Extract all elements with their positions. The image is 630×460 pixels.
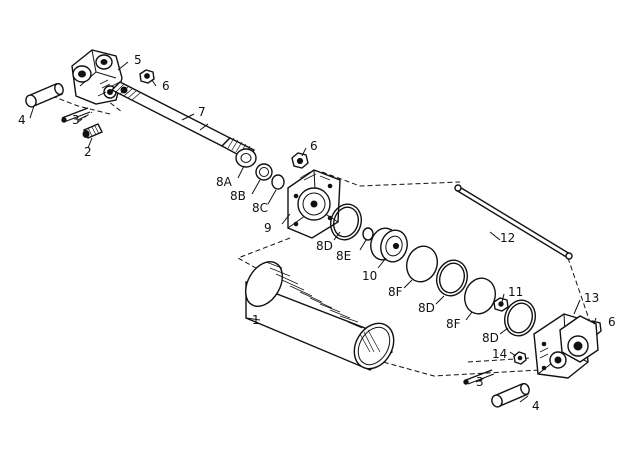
label-4-left: 4	[18, 113, 26, 127]
label-6-middle: 6	[310, 139, 318, 153]
left-set-screw	[82, 123, 103, 139]
rear-clevis-pin	[491, 382, 530, 408]
o-ring-8d-first	[329, 203, 363, 241]
label-3-right: 3	[476, 375, 484, 389]
label-4-right: 4	[532, 399, 540, 413]
piston-nut	[493, 297, 509, 312]
ring-8e	[362, 227, 374, 241]
label-9: 9	[264, 221, 272, 235]
label-6-right: 6	[608, 315, 616, 329]
tie-rod	[454, 184, 573, 260]
washer-8a	[235, 148, 257, 168]
label-12: 12	[500, 231, 515, 245]
label-10: 10	[362, 269, 377, 283]
label-14: 14	[492, 347, 507, 361]
rear-small-nut	[513, 351, 527, 365]
ring-8c	[271, 174, 285, 190]
label-7: 7	[198, 105, 206, 119]
o-ring-8d-third	[503, 299, 537, 337]
label-8f-second: 8F	[446, 317, 461, 331]
label-11: 11	[508, 285, 523, 299]
left-clevis-pin	[25, 82, 64, 108]
label-8c: 8C	[252, 201, 268, 215]
leader-lines	[29, 61, 597, 403]
label-13: 13	[584, 291, 599, 305]
left-cotter-pin	[61, 107, 91, 123]
label-8f-first: 8F	[388, 285, 403, 299]
o-ring-8d-second	[435, 259, 469, 297]
callout-labels: 1 2 3 3 4 4 5 6 6 6 7 8A 8B 8C 8D 8E 8F …	[18, 53, 616, 413]
label-8e: 8E	[336, 249, 351, 263]
left-clevis-bracket	[71, 49, 123, 105]
ring-8f-first	[405, 245, 439, 283]
label-6-top: 6	[162, 79, 170, 93]
rear-clevis-bracket	[533, 313, 599, 379]
nut-middle	[291, 152, 309, 169]
label-8d-third: 8D	[482, 331, 499, 345]
label-5: 5	[134, 53, 142, 67]
seal-8b	[255, 163, 273, 181]
label-1: 1	[252, 313, 260, 327]
nut-top-left	[139, 69, 155, 84]
label-8a: 8A	[216, 175, 233, 189]
label-8d-first: 8D	[316, 239, 333, 253]
piston-rod	[110, 81, 255, 161]
label-8d-second: 8D	[418, 301, 435, 315]
front-head-block	[287, 169, 341, 239]
label-3-left: 3	[72, 113, 80, 127]
piston	[370, 227, 408, 263]
label-8b: 8B	[230, 189, 246, 203]
ring-8f-second	[463, 277, 497, 315]
cylinder-barrel	[244, 261, 395, 371]
label-2: 2	[84, 145, 92, 159]
